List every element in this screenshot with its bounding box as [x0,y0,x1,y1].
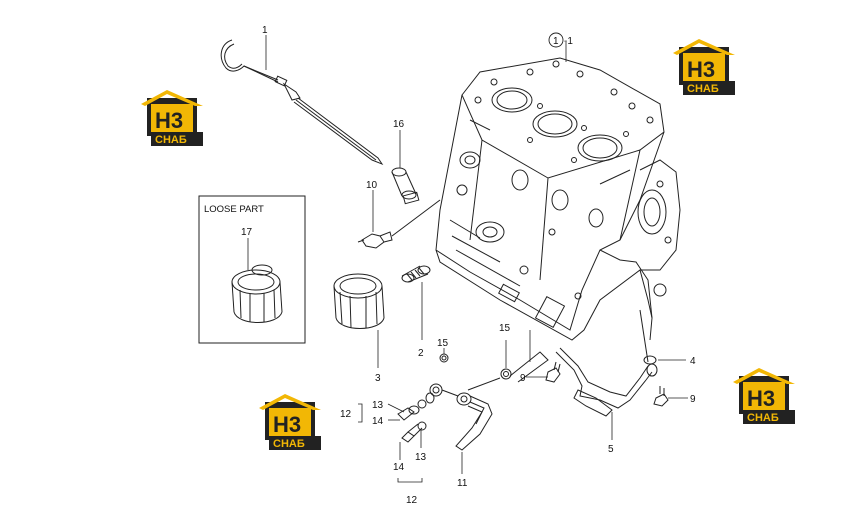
callout-9-left: 9 [520,373,526,384]
callout-17: 17 [241,227,253,238]
callout-2: 2 [418,348,424,359]
oil-pipe [430,352,548,450]
watermark-subtext: CHAБ [273,438,305,450]
callout-3: 3 [375,373,381,384]
watermark-logo: H3 CHAБ [141,90,203,146]
callout-12-bottom: 12 [406,495,418,506]
callout-11: 11 [457,478,468,489]
loose-part-box [198,195,306,344]
callout-12-left: 12 [340,409,352,420]
watermark-letters: H3 [155,108,183,133]
washer [439,353,449,363]
callout-15-right: 15 [499,323,511,334]
bolt-left [546,362,560,382]
callout-13-lower: 13 [415,452,427,463]
oil-filter [334,274,384,329]
oil-pressure-switch [358,200,440,248]
watermark-letters: H3 [273,412,301,437]
bracket [358,403,363,423]
callout-14-lower: 14 [393,462,405,473]
callout-9-right: 9 [690,394,696,405]
loose-oil-filter [232,265,282,323]
watermark-subtext: CHAБ [155,134,187,146]
callout-1-1-suffix: -1 [564,36,573,47]
loose-part-title: LOOSE PART [204,204,264,215]
oil-suction-pipe [556,310,657,416]
watermark-letters: H3 [687,57,715,82]
bracket [397,478,423,483]
sleeve [392,168,419,204]
dipstick [221,40,382,164]
callout-1: 1 [262,25,268,36]
threaded-nipple [402,266,430,282]
watermark-subtext: CHAБ [747,412,779,424]
watermark-subtext: CHAБ [687,83,719,95]
callout-10: 10 [366,180,378,191]
callout-4: 4 [690,356,696,367]
o-ring [643,355,657,365]
banjo-bolt-upper [398,393,434,420]
callout-5: 5 [608,444,614,455]
watermark-letters: H3 [747,386,775,411]
callout-15-left: 15 [437,338,449,349]
callout-1-1-circle [548,32,564,48]
callout-labels: 1 1 -1 16 10 LOOSE PART 17 2 3 15 15 4 9… [204,25,696,506]
callout-14-upper: 14 [372,416,384,427]
washer [500,368,512,380]
watermark-logo: H3 CHAБ [733,368,795,424]
callout-16: 16 [393,119,405,130]
watermark-logo: H3 CHAБ [259,394,321,450]
callout-1-1-number: 1 [553,36,559,47]
cylinder-block [436,58,680,340]
banjo-bolt-lower [402,422,426,442]
watermark-logo: H3 CHAБ [673,39,735,95]
callout-13-upper: 13 [372,400,384,411]
bolt-right [654,386,668,406]
